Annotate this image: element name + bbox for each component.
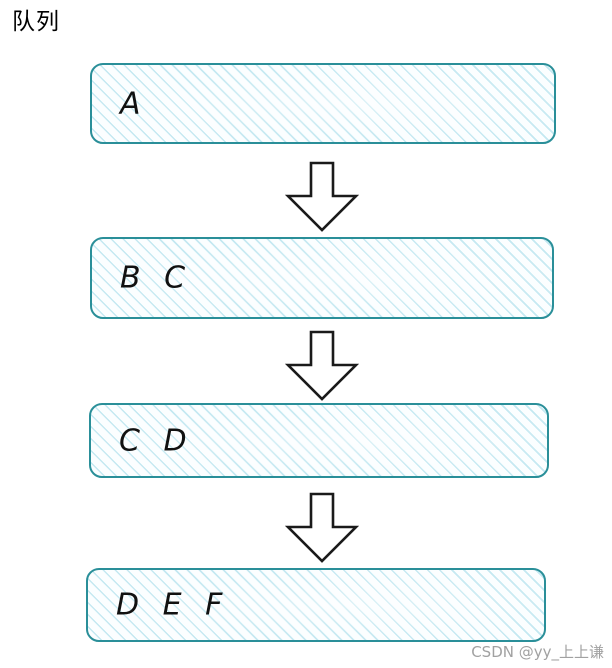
flow-arrow-2: [285, 330, 359, 402]
arrow-down-icon: [285, 330, 359, 401]
arrow-down-icon: [285, 492, 359, 563]
queue-box-label-step-3: C D: [119, 423, 194, 458]
flow-arrow-1: [285, 161, 359, 233]
queue-box-label-step-4: D E F: [116, 587, 230, 623]
arrow-down-icon: [285, 161, 359, 232]
queue-box-step-3: C D: [89, 403, 549, 478]
queue-box-step-4: D E F: [86, 568, 546, 642]
queue-box-step-2: B C: [90, 237, 554, 319]
queue-box-label-step-2: B C: [120, 260, 193, 296]
page-title: 队列: [12, 9, 60, 35]
queue-box-label-step-1: A: [120, 86, 148, 121]
flow-arrow-3: [285, 492, 359, 564]
queue-box-step-1: A: [90, 63, 556, 144]
watermark: CSDN @yy_上上谦: [471, 643, 604, 661]
